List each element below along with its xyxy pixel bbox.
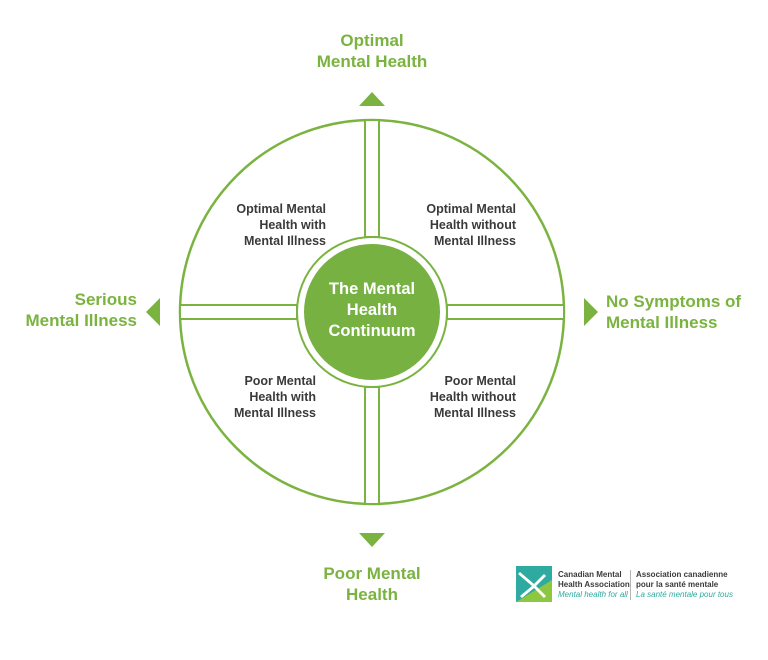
- axis-label-right: No Symptoms of Mental Illness: [606, 292, 742, 332]
- cmha-logo-french: Association canadienne pour la santé men…: [636, 570, 733, 599]
- arrow-right-icon: [584, 298, 598, 326]
- quadrant-dividers: [179, 119, 565, 505]
- cmha-logo-english: Canadian Mental Health Association Menta…: [558, 570, 630, 599]
- arrow-left-icon: [146, 298, 160, 326]
- arrow-down-icon: [359, 533, 385, 547]
- center-circle: [304, 244, 440, 380]
- quadrant-bottom-left: Poor Mental Health with Mental Illness: [234, 374, 316, 420]
- axis-label-bottom: Poor Mental Health: [323, 564, 421, 604]
- quadrant-bottom-right: Poor Mental Health without Mental Illnes…: [429, 374, 516, 420]
- center-label: The Mental Health Continuum: [328, 280, 416, 340]
- axis-label-top: Optimal Mental Health: [316, 31, 428, 71]
- axis-label-left: Serious Mental Illness: [25, 290, 137, 330]
- quadrant-top-right: Optimal Mental Health without Mental Ill…: [426, 202, 516, 248]
- logo-divider: [630, 570, 631, 600]
- arrow-up-icon: [359, 92, 385, 106]
- quadrant-top-left: Optimal Mental Health with Mental Illnes…: [236, 202, 326, 248]
- cmha-logo-icon: [516, 566, 552, 602]
